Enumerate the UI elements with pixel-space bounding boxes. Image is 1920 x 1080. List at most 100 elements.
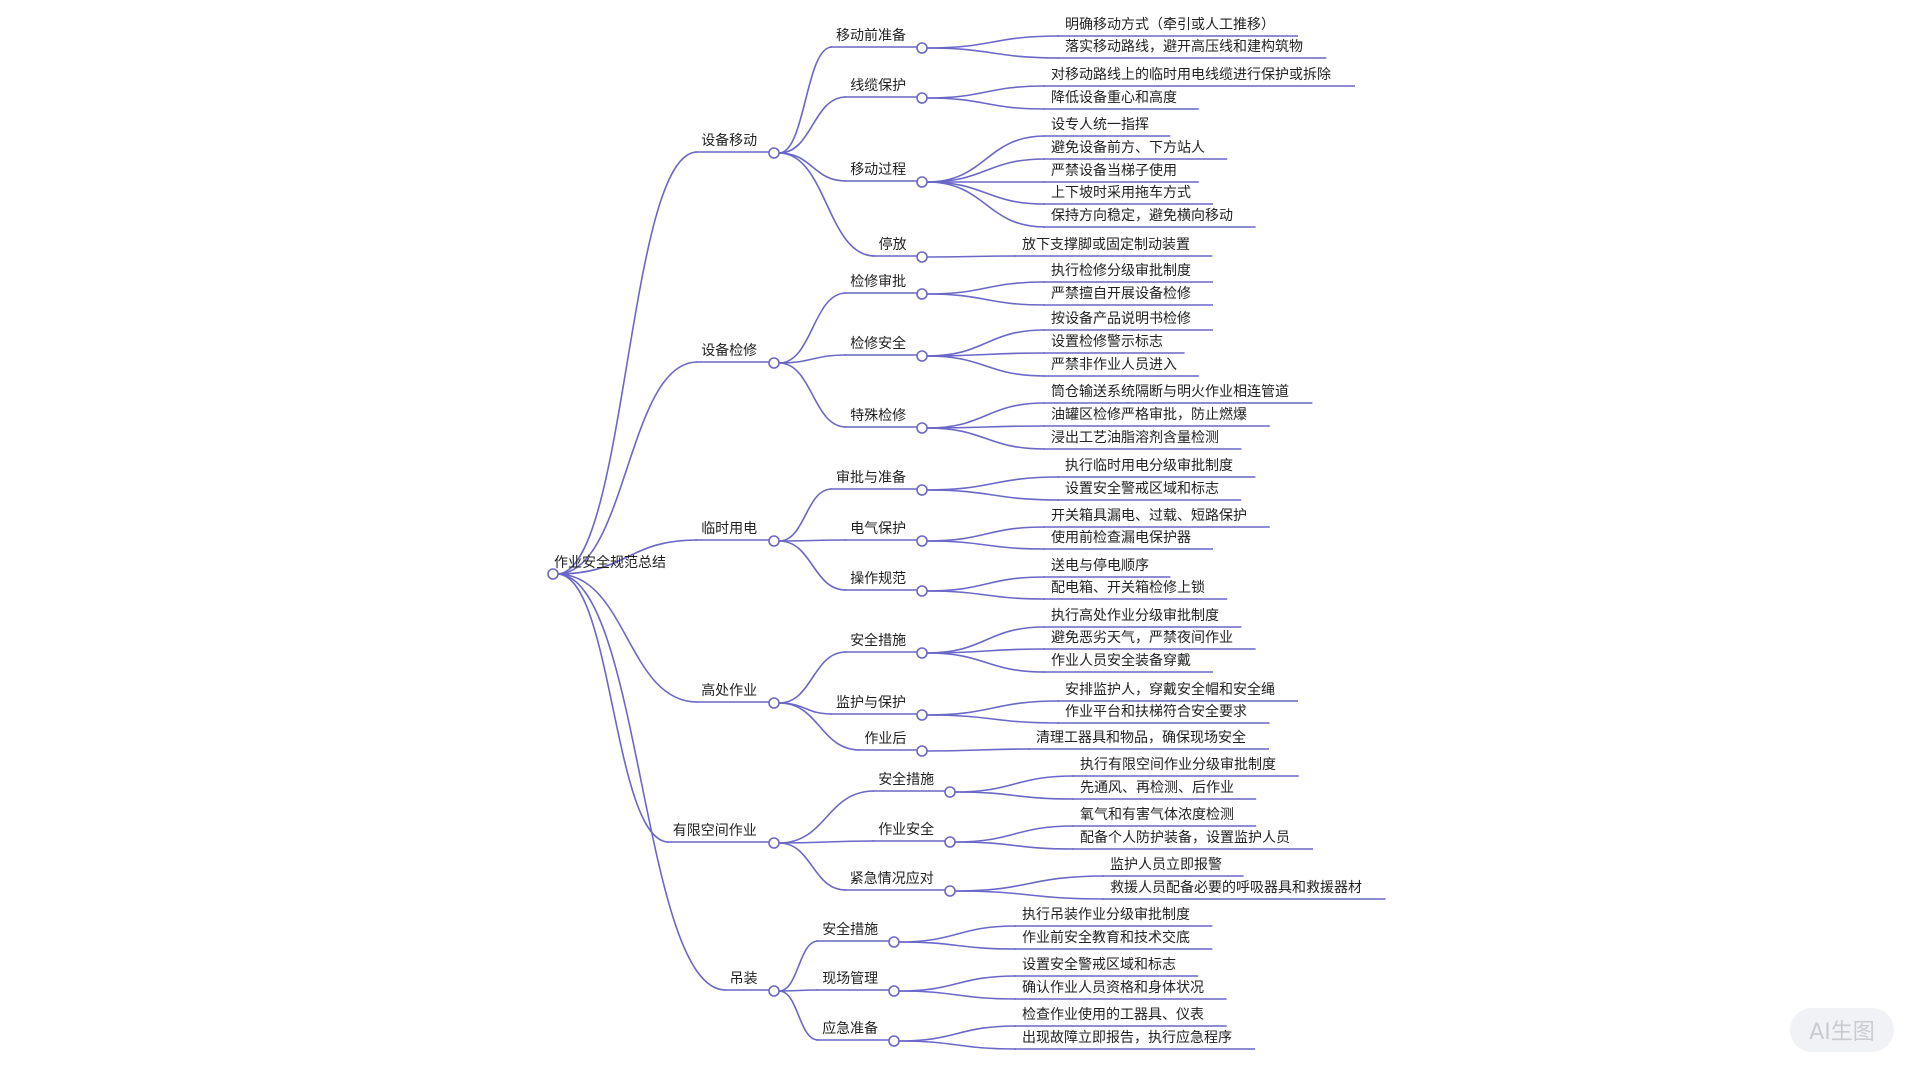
branch-connector <box>954 775 1075 793</box>
detail-label: 执行有限空间作业分级审批制度 <box>1080 757 1276 773</box>
branch-connector <box>926 648 1046 654</box>
topic-label: 临时用电 <box>701 521 757 537</box>
subtopic-label: 监护与保护 <box>836 695 906 711</box>
detail-label: 作业前安全教育和技术交底 <box>1022 929 1190 946</box>
node-layer: 作业安全规范总结设备移动移动前准备明确移动方式（牵引或人工推移）落实移动路线，避… <box>547 17 1362 1047</box>
branch-connector <box>778 539 847 542</box>
branch-connector <box>778 990 819 1041</box>
branch-connector <box>778 540 847 591</box>
branch-connector <box>898 1040 1017 1050</box>
subtopic-collapse-toggle <box>916 745 928 757</box>
branch-connector <box>926 748 1031 752</box>
branch-connector <box>898 990 1017 1000</box>
branch-connector <box>778 152 875 257</box>
branch-connector <box>778 840 875 844</box>
branch-connector <box>778 488 833 542</box>
topic-label: 设备检修 <box>701 342 757 359</box>
branch-connector <box>926 97 1046 110</box>
detail-label: 清理工器具和物品，确保现场安全 <box>1036 729 1246 746</box>
branch-connector <box>926 35 1060 49</box>
subtopic-label: 现场管理 <box>822 971 878 987</box>
branch-connector <box>926 158 1046 183</box>
subtopic-collapse-toggle <box>888 1035 900 1047</box>
branch-connector <box>898 975 1017 992</box>
detail-label: 配备个人防护装备，设置监护人员 <box>1080 829 1290 846</box>
detail-label: 油罐区检修严格审批，防止燃爆 <box>1051 406 1247 423</box>
connector-layer <box>548 35 1386 1050</box>
detail-label: 按设备产品说明书检修 <box>1051 310 1191 327</box>
branch-connector <box>778 989 819 992</box>
topic-label: 有限空间作业 <box>673 823 757 839</box>
branch-connector <box>556 539 698 575</box>
branch-connector <box>556 573 726 991</box>
detail-label: 设专人统一指挥 <box>1051 117 1149 133</box>
branch-connector <box>926 85 1046 99</box>
ai-image-watermark: AI生图 <box>1790 1008 1894 1052</box>
subtopic-label: 线缆保护 <box>850 78 906 94</box>
branch-connector <box>926 329 1046 357</box>
subtopic-label: 应急准备 <box>822 1020 878 1037</box>
subtopic-collapse-toggle <box>916 176 928 188</box>
branch-connector <box>926 427 1046 450</box>
subtopic-label: 特殊检修 <box>850 408 906 424</box>
subtopic-collapse-toggle <box>888 936 900 948</box>
branch-connector <box>778 362 847 428</box>
branch-connector <box>954 841 1075 850</box>
topic-collapse-toggle <box>768 535 780 547</box>
subtopic-collapse-toggle <box>916 585 928 597</box>
branch-connector <box>926 489 1060 501</box>
subtopic-collapse-toggle <box>916 709 928 721</box>
branch-connector <box>926 135 1046 183</box>
branch-connector <box>926 47 1060 59</box>
detail-label: 严禁非作业人员进入 <box>1051 357 1177 373</box>
subtopic-collapse-toggle <box>944 885 956 897</box>
branch-connector <box>926 181 1046 228</box>
branch-connector <box>926 526 1046 542</box>
subtopic-label: 移动过程 <box>850 162 906 178</box>
root-collapse-toggle <box>547 568 559 580</box>
subtopic-collapse-toggle <box>944 836 956 848</box>
branch-connector <box>954 791 1075 800</box>
branch-connector <box>954 890 1105 900</box>
branch-connector <box>926 181 1046 205</box>
subtopic-label: 电气保护 <box>850 521 906 537</box>
branch-connector <box>898 941 1017 950</box>
subtopic-collapse-toggle <box>944 786 956 798</box>
branch-connector <box>778 842 846 891</box>
detail-label: 作业平台和扶梯符合安全要求 <box>1065 703 1247 720</box>
branch-connector <box>556 573 698 703</box>
detail-label: 严禁设备当梯子使用 <box>1051 162 1177 179</box>
branch-connector <box>926 293 1046 306</box>
subtopic-collapse-toggle <box>916 288 928 300</box>
topic-label: 吊装 <box>730 971 758 987</box>
subtopic-collapse-toggle <box>916 92 928 104</box>
topic-collapse-toggle <box>768 147 780 159</box>
subtopic-collapse-toggle <box>916 484 928 496</box>
subtopic-label: 停放 <box>879 236 907 253</box>
topic-label: 高处作业 <box>701 682 757 699</box>
subtopic-collapse-toggle <box>916 251 928 263</box>
subtopic-collapse-toggle <box>916 647 928 659</box>
subtopic-collapse-toggle <box>888 985 900 997</box>
branch-connector <box>556 361 698 575</box>
detail-label: 氧气和有害气体浓度检测 <box>1080 807 1234 823</box>
branch-connector <box>954 875 1105 892</box>
detail-label: 设置检修警示标志 <box>1051 334 1163 350</box>
subtopic-label: 安全措施 <box>822 921 878 938</box>
detail-label: 上下坡时采用拖车方式 <box>1051 184 1191 201</box>
detail-label: 执行检修分级审批制度 <box>1051 263 1191 279</box>
branch-connector <box>778 790 875 844</box>
subtopic-label: 安全措施 <box>850 632 906 649</box>
detail-label: 设置安全警戒区域和标志 <box>1065 480 1219 497</box>
branch-connector <box>926 590 1046 600</box>
branch-connector <box>926 652 1046 673</box>
branch-connector <box>926 476 1060 491</box>
branch-connector <box>898 925 1017 943</box>
detail-label: 落实移动路线，避开高压线和建构筑物 <box>1065 38 1303 55</box>
branch-connector <box>926 700 1060 716</box>
topic-collapse-toggle <box>768 697 780 709</box>
branch-connector <box>778 940 819 992</box>
detail-label: 设置安全警戒区域和标志 <box>1022 956 1176 973</box>
branch-connector <box>926 402 1046 429</box>
